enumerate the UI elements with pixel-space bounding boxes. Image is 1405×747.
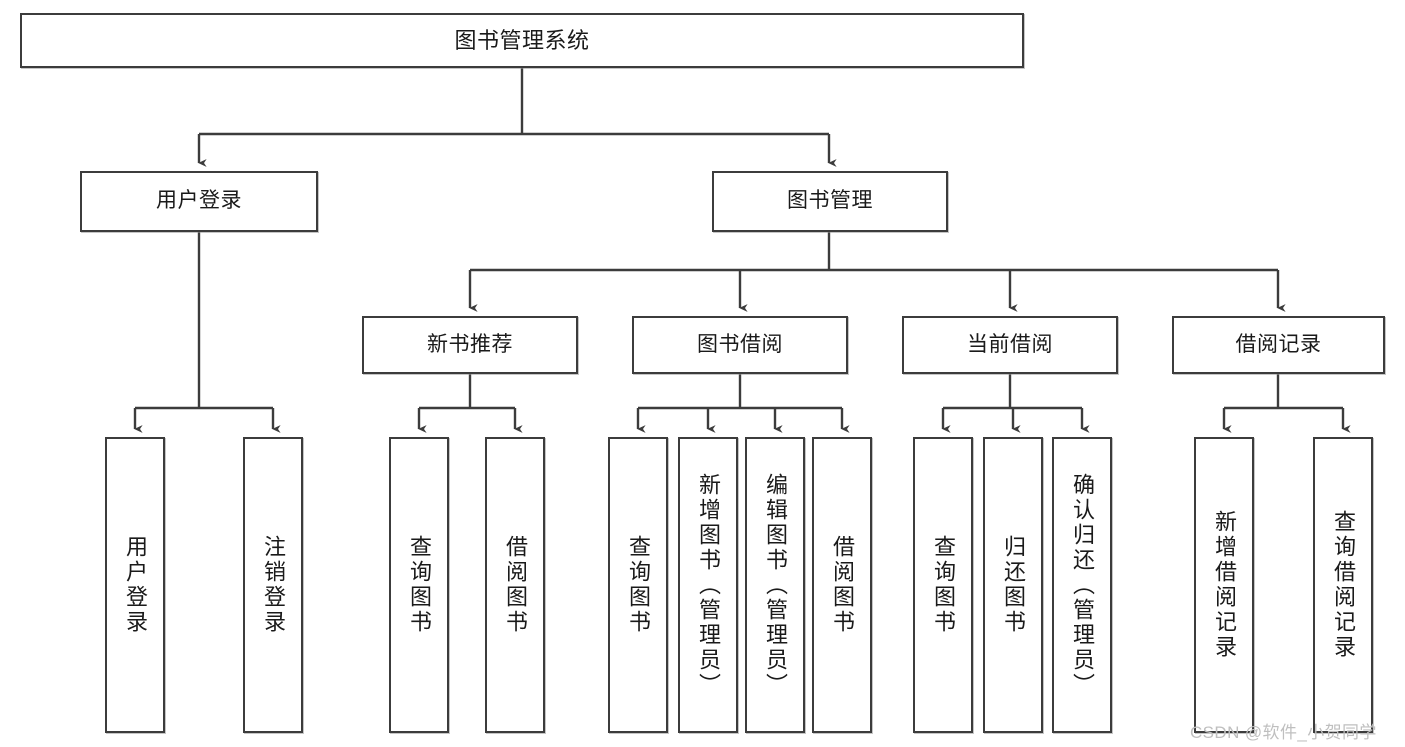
node-current-borrow[interactable]: 当前借阅 [902,316,1118,374]
node-root-label: 图书管理系统 [454,27,590,53]
leaf-add-book-admin-label: 新增图书（管理员） [696,472,721,698]
leaf-borrow-book-newbook-label: 借阅图书 [503,535,528,635]
leaf-add-borrow-record-label: 新增借阅记录 [1212,510,1237,660]
leaf-user-login-label: 用户登录 [123,535,148,635]
leaf-query-borrow-record-label: 查询借阅记录 [1331,510,1356,660]
leaf-borrow-book-newbook[interactable]: 借阅图书 [485,437,545,733]
node-root[interactable]: 图书管理系统 [20,13,1024,68]
node-new-book-recommend[interactable]: 新书推荐 [362,316,578,374]
node-user-login-label: 用户登录 [156,189,242,213]
leaf-add-book-admin[interactable]: 新增图书（管理员） [678,437,738,733]
leaf-edit-book-admin-label: 编辑图书（管理员） [763,472,788,698]
leaf-query-book-current[interactable]: 查询图书 [913,437,973,733]
leaf-return-book-label: 归还图书 [1001,535,1026,635]
leaf-user-login[interactable]: 用户登录 [105,437,165,733]
node-borrow-record[interactable]: 借阅记录 [1172,316,1385,374]
leaf-edit-book-admin[interactable]: 编辑图书（管理员） [745,437,805,733]
leaf-borrow-book[interactable]: 借阅图书 [812,437,872,733]
node-book-management[interactable]: 图书管理 [712,171,948,232]
leaf-query-book-newbook-label: 查询图书 [407,535,432,635]
node-borrow-record-label: 借阅记录 [1235,332,1322,356]
leaf-logout[interactable]: 注销登录 [243,437,303,733]
leaf-confirm-return-admin[interactable]: 确认归还（管理员） [1052,437,1112,733]
node-current-borrow-label: 当前借阅 [967,332,1053,356]
leaf-logout-label: 注销登录 [261,535,286,635]
node-book-borrow[interactable]: 图书借阅 [632,316,848,374]
leaf-confirm-return-admin-label: 确认归还（管理员） [1070,472,1095,698]
leaf-query-borrow-record[interactable]: 查询借阅记录 [1313,437,1373,733]
node-new-book-recommend-label: 新书推荐 [427,332,513,356]
leaf-return-book[interactable]: 归还图书 [983,437,1043,733]
watermark: CSDN @软件_小贺同学 [1190,723,1377,742]
leaf-query-book-borrow-label: 查询图书 [626,535,651,635]
node-book-borrow-label: 图书借阅 [697,332,783,356]
leaf-query-book-current-label: 查询图书 [931,535,956,635]
leaf-query-book-borrow[interactable]: 查询图书 [608,437,668,733]
leaf-query-book-newbook[interactable]: 查询图书 [389,437,449,733]
node-book-management-label: 图书管理 [787,189,873,213]
leaf-borrow-book-label: 借阅图书 [830,535,855,635]
node-user-login[interactable]: 用户登录 [80,171,318,232]
leaf-add-borrow-record[interactable]: 新增借阅记录 [1194,437,1254,733]
